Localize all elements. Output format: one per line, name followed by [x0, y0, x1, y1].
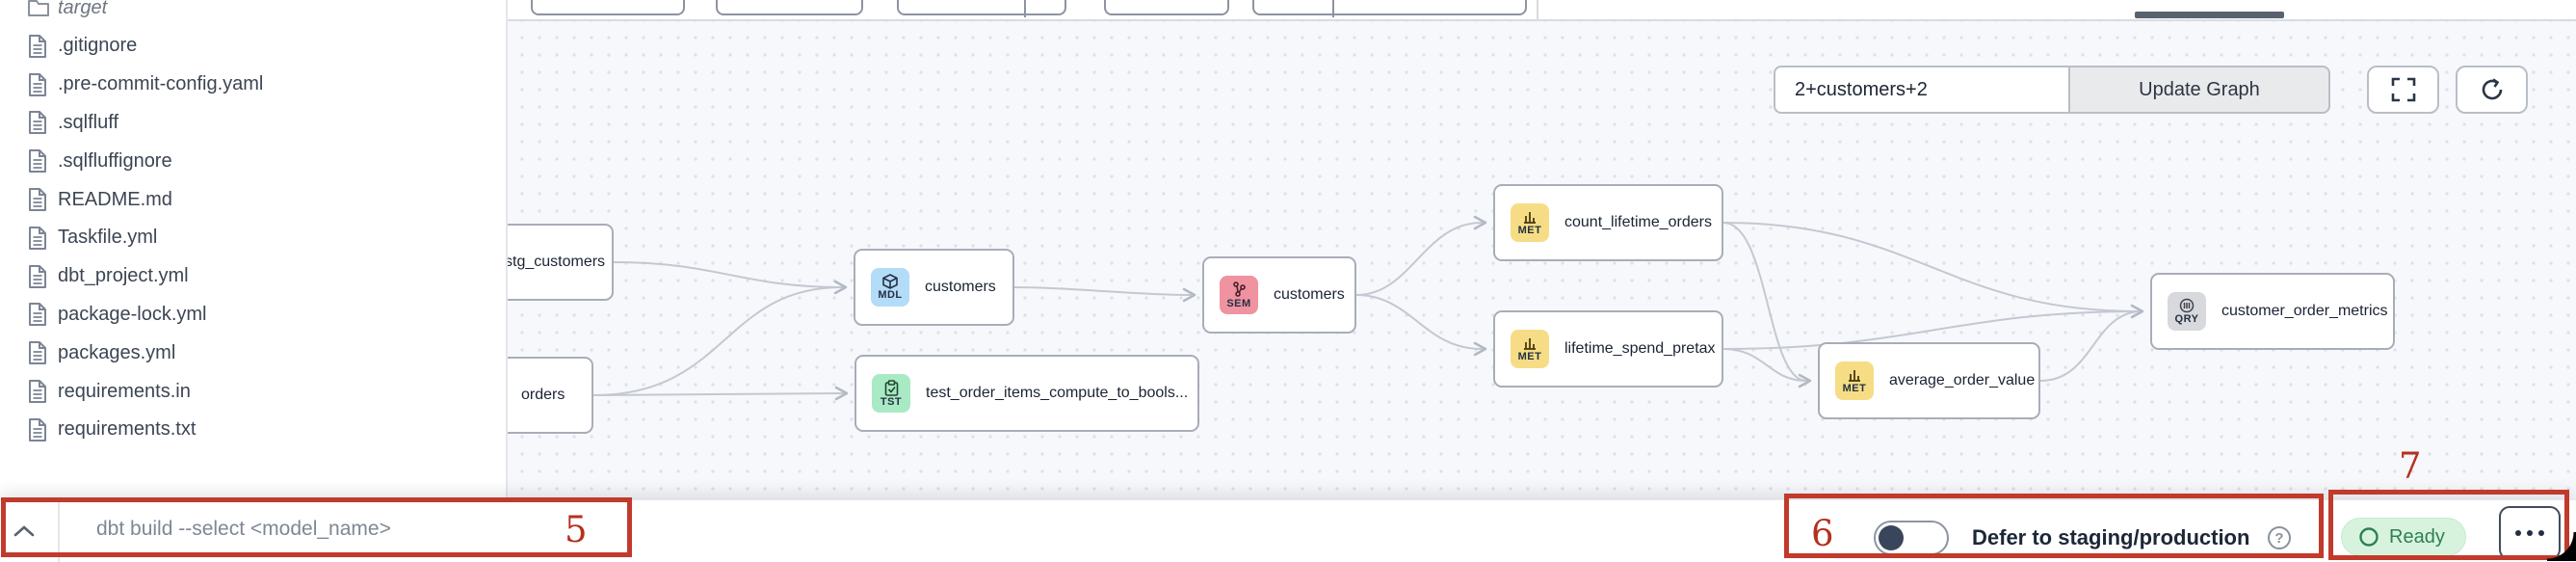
- lineage-node-lifetime-spend-pretax[interactable]: MET lifetime_spend_pretax: [1493, 310, 1723, 388]
- active-tab-underline: [2135, 12, 2284, 18]
- node-type-icon-qry: QRY: [2168, 292, 2206, 331]
- file-icon: [27, 187, 50, 212]
- file-row-package-lock-yml[interactable]: package-lock.yml: [0, 295, 506, 334]
- lineage-node-orders[interactable]: MDLorders: [506, 357, 593, 434]
- lineage-canvas[interactable]: MDLstg_customersMDLorders MDL customersTST…: [506, 19, 2576, 499]
- file-name: README.md: [58, 189, 172, 211]
- top-toolbar-strip: [506, 0, 2576, 21]
- graph-selector-input[interactable]: 2+customers+2: [1774, 66, 2068, 114]
- file-name: Taskfile.yml: [58, 227, 157, 249]
- file-name: dbt_project.yml: [58, 265, 189, 287]
- file-row--pre-commit-config-yaml[interactable]: .pre-commit-config.yaml: [0, 66, 506, 104]
- node-type-icon-tst: TST: [872, 374, 910, 413]
- defer-toggle-label: Defer to staging/production: [1972, 525, 2249, 550]
- command-input[interactable]: dbt build --select <model_name>: [96, 518, 391, 541]
- node-type-icon-met: MET: [1511, 330, 1549, 368]
- toolbar-button-partial[interactable]: [1104, 0, 1229, 15]
- annotation-number-7: 7: [2399, 445, 2422, 487]
- file-row--gitignore[interactable]: .gitignore: [0, 27, 506, 66]
- fullscreen-icon: [2391, 77, 2416, 102]
- annotation-number-5: 5: [565, 509, 588, 550]
- bottom-command-bar: dbt build --select <model_name> Defer to…: [0, 499, 2576, 562]
- node-label: average_order_value: [1889, 372, 2035, 389]
- file-row-readme-md[interactable]: README.md: [0, 180, 506, 219]
- file-name: target: [58, 0, 107, 19]
- toolbar-button-partial[interactable]: [716, 0, 863, 15]
- refresh-icon: [2479, 76, 2506, 103]
- file-name: packages.yml: [58, 342, 175, 364]
- defer-toggle[interactable]: [1874, 521, 1949, 555]
- file-row--sqlfluff[interactable]: .sqlfluff: [0, 103, 506, 142]
- help-icon[interactable]: ?: [2268, 526, 2291, 549]
- node-type-icon-mdl: MDL: [871, 268, 909, 307]
- file-row-taskfile-yml[interactable]: Taskfile.yml: [0, 219, 506, 257]
- fullscreen-button[interactable]: [2367, 66, 2439, 114]
- file-row-packages-yml[interactable]: packages.yml: [0, 334, 506, 372]
- file-tree-sidebar: target .gitignore .pre-commit-config.yaml.…: [0, 0, 508, 499]
- folder-icon: [27, 0, 50, 20]
- file-icon: [27, 226, 50, 251]
- node-label: stg_customers: [506, 254, 605, 271]
- lineage-node-customer-order-metrics[interactable]: QRY customer_order_metrics: [2150, 273, 2395, 350]
- file-icon: [27, 417, 50, 442]
- file-row-requirements-in[interactable]: requirements.in: [0, 372, 506, 411]
- toolbar-button-partial[interactable]: [531, 0, 685, 15]
- ellipsis-icon: [2515, 530, 2521, 536]
- file-icon: [27, 72, 50, 97]
- file-icon: [27, 264, 50, 289]
- file-name: package-lock.yml: [58, 304, 207, 326]
- file-icon: [27, 34, 50, 59]
- command-bar-divider: [58, 500, 60, 562]
- node-label: customers: [925, 279, 996, 296]
- node-label: test_order_items_compute_to_bools...: [926, 385, 1188, 402]
- command-bar-collapse-button[interactable]: [12, 523, 37, 544]
- node-type-icon-sem: SEM: [1220, 276, 1258, 314]
- file-icon: [27, 340, 50, 365]
- file-name: requirements.txt: [58, 418, 196, 441]
- file-icon: [27, 379, 50, 404]
- refresh-button[interactable]: [2456, 66, 2528, 114]
- file-row-requirements-txt[interactable]: requirements.txt: [0, 411, 506, 449]
- file-name: .pre-commit-config.yaml: [58, 73, 263, 95]
- chevron-up-icon: [12, 523, 37, 539]
- status-circle-icon: [2358, 526, 2379, 548]
- file-row--sqlfluffignore[interactable]: .sqlfluffignore: [0, 142, 506, 180]
- file-icon: [27, 302, 50, 327]
- toolbar-button-group-partial[interactable]: [1252, 0, 1527, 15]
- lineage-node-average-order-value[interactable]: MET average_order_value: [1818, 342, 2040, 419]
- file-icon: [27, 110, 50, 135]
- lineage-node-customers-semantic[interactable]: SEM customers: [1202, 256, 1356, 334]
- lineage-node-count-lifetime-orders[interactable]: MET count_lifetime_orders: [1493, 184, 1723, 261]
- update-graph-button[interactable]: Update Graph: [2068, 66, 2330, 114]
- node-label: customer_order_metrics: [2221, 303, 2388, 320]
- file-row-dbt-project-yml[interactable]: dbt_project.yml: [0, 257, 506, 296]
- file-name: .gitignore: [58, 35, 137, 57]
- ready-status-badge[interactable]: Ready: [2341, 518, 2466, 556]
- node-label: customers: [1274, 286, 1345, 304]
- ready-status-label: Ready: [2389, 526, 2445, 549]
- node-label: lifetime_spend_pretax: [1564, 340, 1716, 358]
- file-icon: [27, 148, 50, 174]
- screen-corner: [2547, 532, 2576, 561]
- file-name: requirements.in: [58, 381, 191, 403]
- node-type-icon-met: MET: [1835, 361, 1874, 400]
- toolbar-divider: [1537, 0, 1538, 19]
- toolbar-button-group-partial[interactable]: [897, 0, 1066, 15]
- lineage-node-stg-customers[interactable]: MDLstg_customers: [506, 224, 614, 301]
- file-name: .sqlfluff: [58, 112, 118, 134]
- node-type-icon-met: MET: [1511, 203, 1549, 242]
- node-label: count_lifetime_orders: [1564, 214, 1712, 231]
- defer-toggle-knob: [1879, 525, 1904, 550]
- node-label: orders: [521, 387, 565, 404]
- lineage-node-customers-model[interactable]: MDL customers: [854, 249, 1014, 326]
- annotation-number-6: 6: [1811, 513, 1834, 554]
- file-name: .sqlfluffignore: [58, 150, 172, 173]
- lineage-node-test-order-items[interactable]: TST test_order_items_compute_to_bools...: [854, 355, 1199, 432]
- file-row-target[interactable]: target: [0, 0, 506, 27]
- graph-selector-group: 2+customers+2 Update Graph: [1774, 66, 2330, 114]
